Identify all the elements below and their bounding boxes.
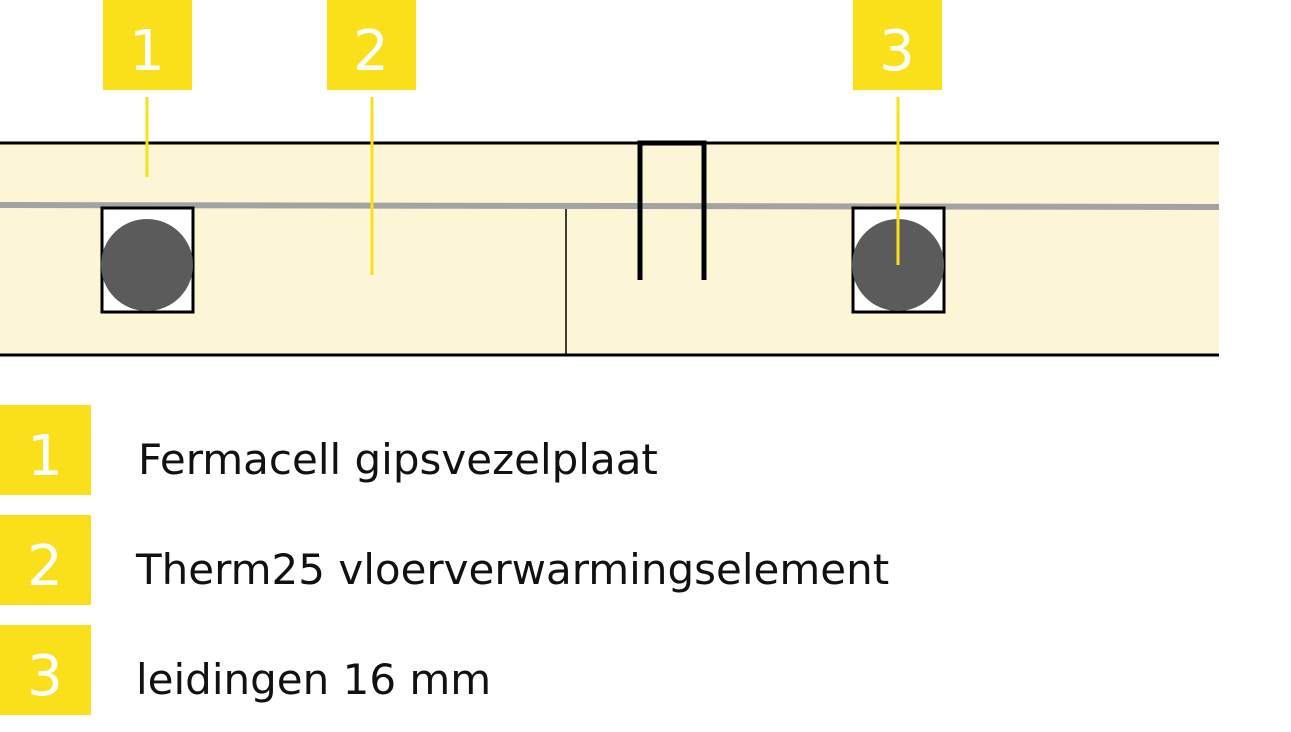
legend-item-1: 1 Fermacell gipsvezelplaat — [0, 405, 658, 495]
legend-label: Therm25 vloerverwarmingselement — [135, 545, 889, 594]
floor-panel — [0, 143, 1219, 355]
callout-2: 2 — [327, 0, 416, 90]
callout-number: 1 — [129, 19, 165, 84]
legend-number: 2 — [27, 534, 63, 599]
callout-3: 3 — [853, 0, 942, 90]
legend-label: Fermacell gipsvezelplaat — [138, 435, 658, 484]
legend-number: 3 — [27, 644, 63, 709]
legend-number: 1 — [27, 424, 63, 489]
staple — [637, 140, 707, 280]
callout-number: 3 — [879, 19, 915, 84]
pipe-1 — [101, 219, 193, 311]
callout-1: 1 — [103, 0, 192, 90]
callout-number: 2 — [353, 19, 389, 84]
legend-item-3: 3 leidingen 16 mm — [0, 625, 491, 715]
heat-foil — [0, 202, 1220, 210]
legend-label: leidingen 16 mm — [136, 655, 491, 704]
legend-item-2: 2 Therm25 vloerverwarmingselement — [0, 515, 889, 605]
